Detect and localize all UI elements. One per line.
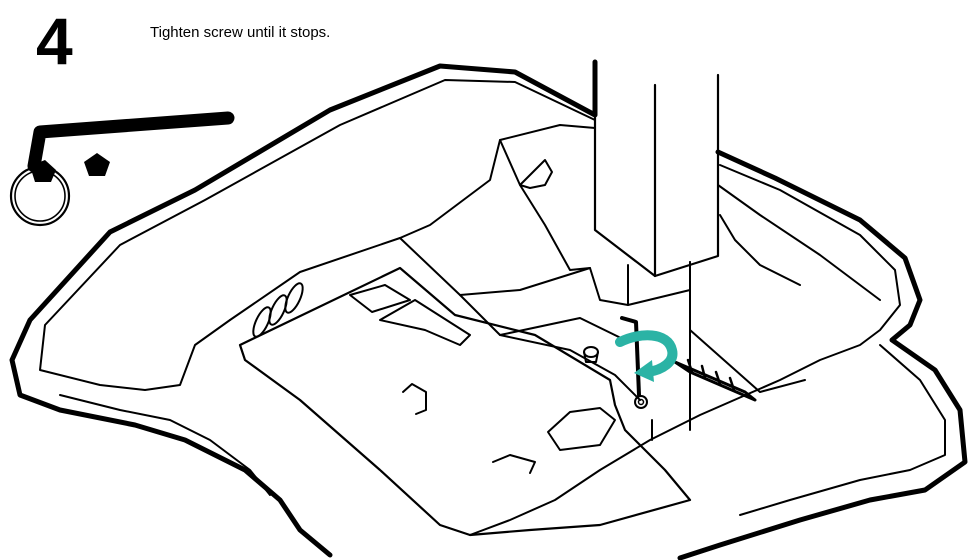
hex-key-icon — [9, 111, 235, 227]
base-interior — [229, 124, 881, 401]
bolt-head — [583, 346, 599, 363]
screw — [634, 395, 648, 409]
hex-bit-icon — [84, 153, 110, 176]
base-frame — [9, 59, 968, 560]
mounting-plate — [238, 266, 692, 537]
step-number: 4 — [36, 4, 73, 78]
vertical-column — [593, 60, 720, 441]
rotate-clockwise-arrow-icon — [615, 330, 678, 382]
grating — [673, 358, 757, 402]
step-instruction: Tighten screw until it stops. — [150, 24, 331, 41]
